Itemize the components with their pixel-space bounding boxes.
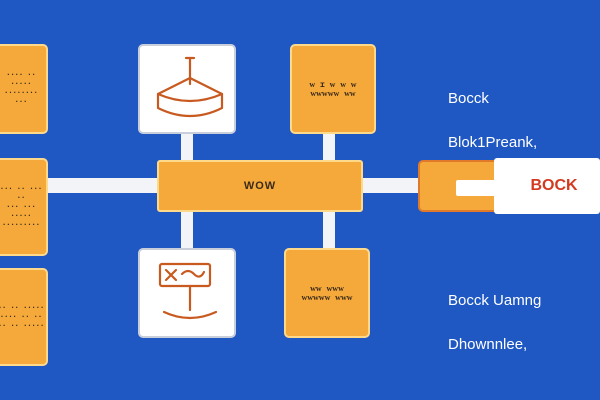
bottom-right-box-text: ᴡᴡ ᴡᴡᴡ ᴡᴡᴡᴡᴡ ᴡᴡᴡ bbox=[301, 284, 353, 302]
left-box-1: ···· ·· ····· ········ ··· bbox=[0, 44, 48, 134]
bottom-right-box: ᴡᴡ ᴡᴡᴡ ᴡᴡᴡᴡᴡ ᴡᴡᴡ bbox=[284, 248, 370, 338]
top-right-box: ᴡ ɪ ᴡ ᴡ ᴡ ᴡᴡᴡᴡᴡ ᴡᴡ bbox=[290, 44, 376, 134]
tag-label: BOCK bbox=[530, 177, 578, 194]
connector-bottom-right bbox=[323, 210, 335, 250]
center-box: WOW bbox=[157, 160, 363, 212]
connector-left bbox=[48, 178, 160, 193]
top-right-box-text: ᴡ ɪ ᴡ ᴡ ᴡ ᴡᴡᴡᴡᴡ ᴡᴡ bbox=[309, 80, 357, 98]
connector-top-right bbox=[323, 132, 335, 162]
tag-handle bbox=[418, 160, 508, 212]
center-label: WOW bbox=[243, 180, 277, 192]
bottom-right-label-line2: Dhownnlee, bbox=[448, 336, 528, 353]
bottom-right-label-line1: Bocck Uamng bbox=[448, 292, 542, 309]
cake-card bbox=[138, 44, 236, 134]
top-right-label-line2: Blok1Preank, bbox=[448, 134, 538, 151]
tag-body: BOCK bbox=[494, 158, 600, 214]
connector-bottom-left bbox=[181, 210, 193, 250]
block-tag: BOCK bbox=[418, 158, 600, 214]
signpost-icon bbox=[158, 262, 218, 320]
left-box-1-text: ···· ·· ····· ········ ··· bbox=[4, 71, 38, 106]
left-box-3: ·· ·· ····· ···· ·· ·· ·· ·· ····· bbox=[0, 268, 48, 366]
top-right-label: Bocck Blok1Preank, bbox=[448, 66, 537, 176]
left-box-3-text: ·· ·· ····· ···· ·· ·· ·· ·· ····· bbox=[0, 303, 45, 330]
left-box-2: ··· ·· ··· ·· ··· ··· ····· ········· bbox=[0, 158, 48, 256]
top-right-label-line1: Bocck bbox=[448, 90, 489, 107]
bottom-right-label: Bocck Uamng Dhownnlee, bbox=[448, 268, 541, 378]
connector-right bbox=[362, 178, 424, 193]
sign-card bbox=[138, 248, 236, 338]
cake-icon bbox=[156, 56, 224, 118]
connector-top-left bbox=[181, 132, 193, 162]
left-box-2-text: ··· ·· ··· ·· ··· ··· ····· ········· bbox=[0, 184, 43, 229]
